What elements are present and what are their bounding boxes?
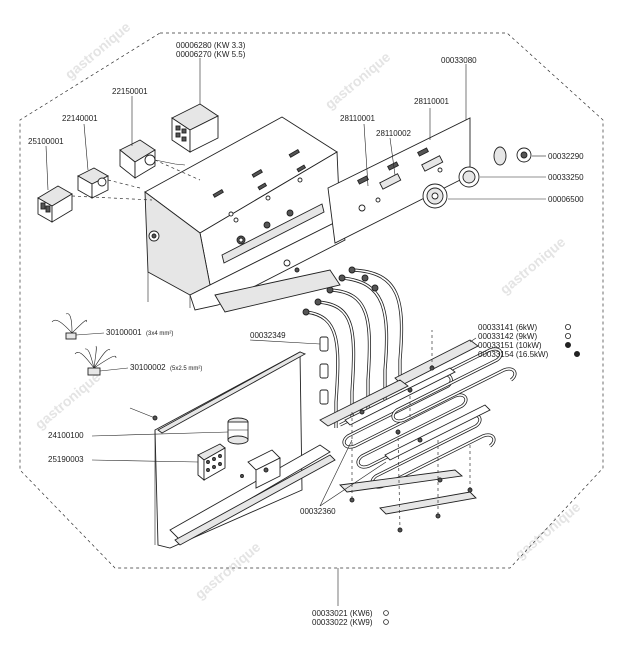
fastener	[283, 259, 291, 267]
thermostat	[119, 139, 186, 179]
wire-harness-5x2.5	[74, 345, 117, 376]
label-22150001: 22150001	[112, 87, 148, 96]
label-25100001: 25100001	[28, 137, 64, 146]
heating-element-tubes	[302, 266, 404, 428]
label-00006280: 00006280 (KW 3.3)	[176, 41, 246, 50]
filter-component	[227, 417, 249, 445]
wire-harness-3x4	[51, 313, 87, 340]
label-00032349: 00032349	[250, 331, 286, 340]
label-30100001: 30100001	[106, 328, 142, 337]
label-24100100: 24100100	[48, 431, 84, 440]
terminal-block	[197, 443, 226, 481]
watermark-text: gastronique	[192, 538, 264, 602]
label-00032290: 00032290	[548, 152, 584, 161]
watermark-text: gastronique	[32, 368, 104, 432]
variant-markers	[383, 323, 581, 625]
label-00006500: 00006500	[548, 195, 584, 204]
temperature-controller	[171, 103, 219, 153]
label-30100002-spec: (5x2.5 mm²)	[170, 366, 202, 372]
variant-9kw-marker	[565, 332, 572, 339]
part-labels: 00006280 (KW 3.3) 00006270 (KW 5.5) 0003…	[28, 41, 584, 627]
label-28110001-b: 28110001	[340, 114, 376, 123]
label-00033021: 00033021 (KW6)	[312, 609, 373, 618]
leader-lines	[45, 58, 546, 606]
decal-panel	[327, 117, 471, 244]
label-30100001-spec: (3x4 mm²)	[146, 331, 173, 337]
label-00033154: 00033154 (16.5kW)	[478, 350, 549, 359]
label-22140001: 22140001	[62, 114, 98, 123]
label-00032360: 00032360	[300, 507, 336, 516]
label-00033151: 00033151 (10kW)	[478, 341, 542, 350]
rotary-switch	[77, 167, 109, 199]
label-00033142: 00033142 (9kW)	[478, 332, 537, 341]
label-00033250: 00033250	[548, 173, 584, 182]
variant-kw6-marker	[383, 610, 389, 616]
label-00033141: 00033141 (6kW)	[478, 323, 537, 332]
fastener	[294, 267, 300, 273]
relay-bracket	[240, 449, 281, 489]
knob-large	[422, 183, 448, 209]
deflector-plate	[214, 269, 341, 313]
base-chassis	[129, 351, 336, 549]
heater-coil-grid	[319, 339, 517, 533]
watermark-text: gastronique	[322, 48, 394, 112]
label-25190003: 25190003	[48, 455, 84, 464]
variant-kw9-marker	[383, 619, 389, 625]
watermark-text: gastronique	[512, 498, 584, 562]
variant-10kw-marker	[565, 341, 572, 348]
control-housing	[144, 116, 346, 311]
label-00033022: 00033022 (KW9)	[312, 618, 373, 627]
grommets	[319, 336, 329, 405]
label-00033080: 00033080	[441, 56, 477, 65]
contactor	[37, 185, 73, 223]
label-28110002: 28110002	[376, 129, 412, 138]
assembly-boundary	[19, 32, 604, 569]
variant-16.5kw-marker	[574, 350, 581, 357]
variant-6kw-marker	[565, 323, 572, 330]
label-00006270: 00006270 (KW 5.5)	[176, 50, 246, 59]
watermark-text: gastronique	[62, 18, 134, 82]
watermark-text: gastronique	[497, 233, 569, 297]
label-28110001: 28110001	[414, 97, 450, 106]
label-30100002: 30100002	[130, 363, 166, 372]
indicator-light	[493, 146, 532, 166]
knob-small	[458, 166, 480, 188]
